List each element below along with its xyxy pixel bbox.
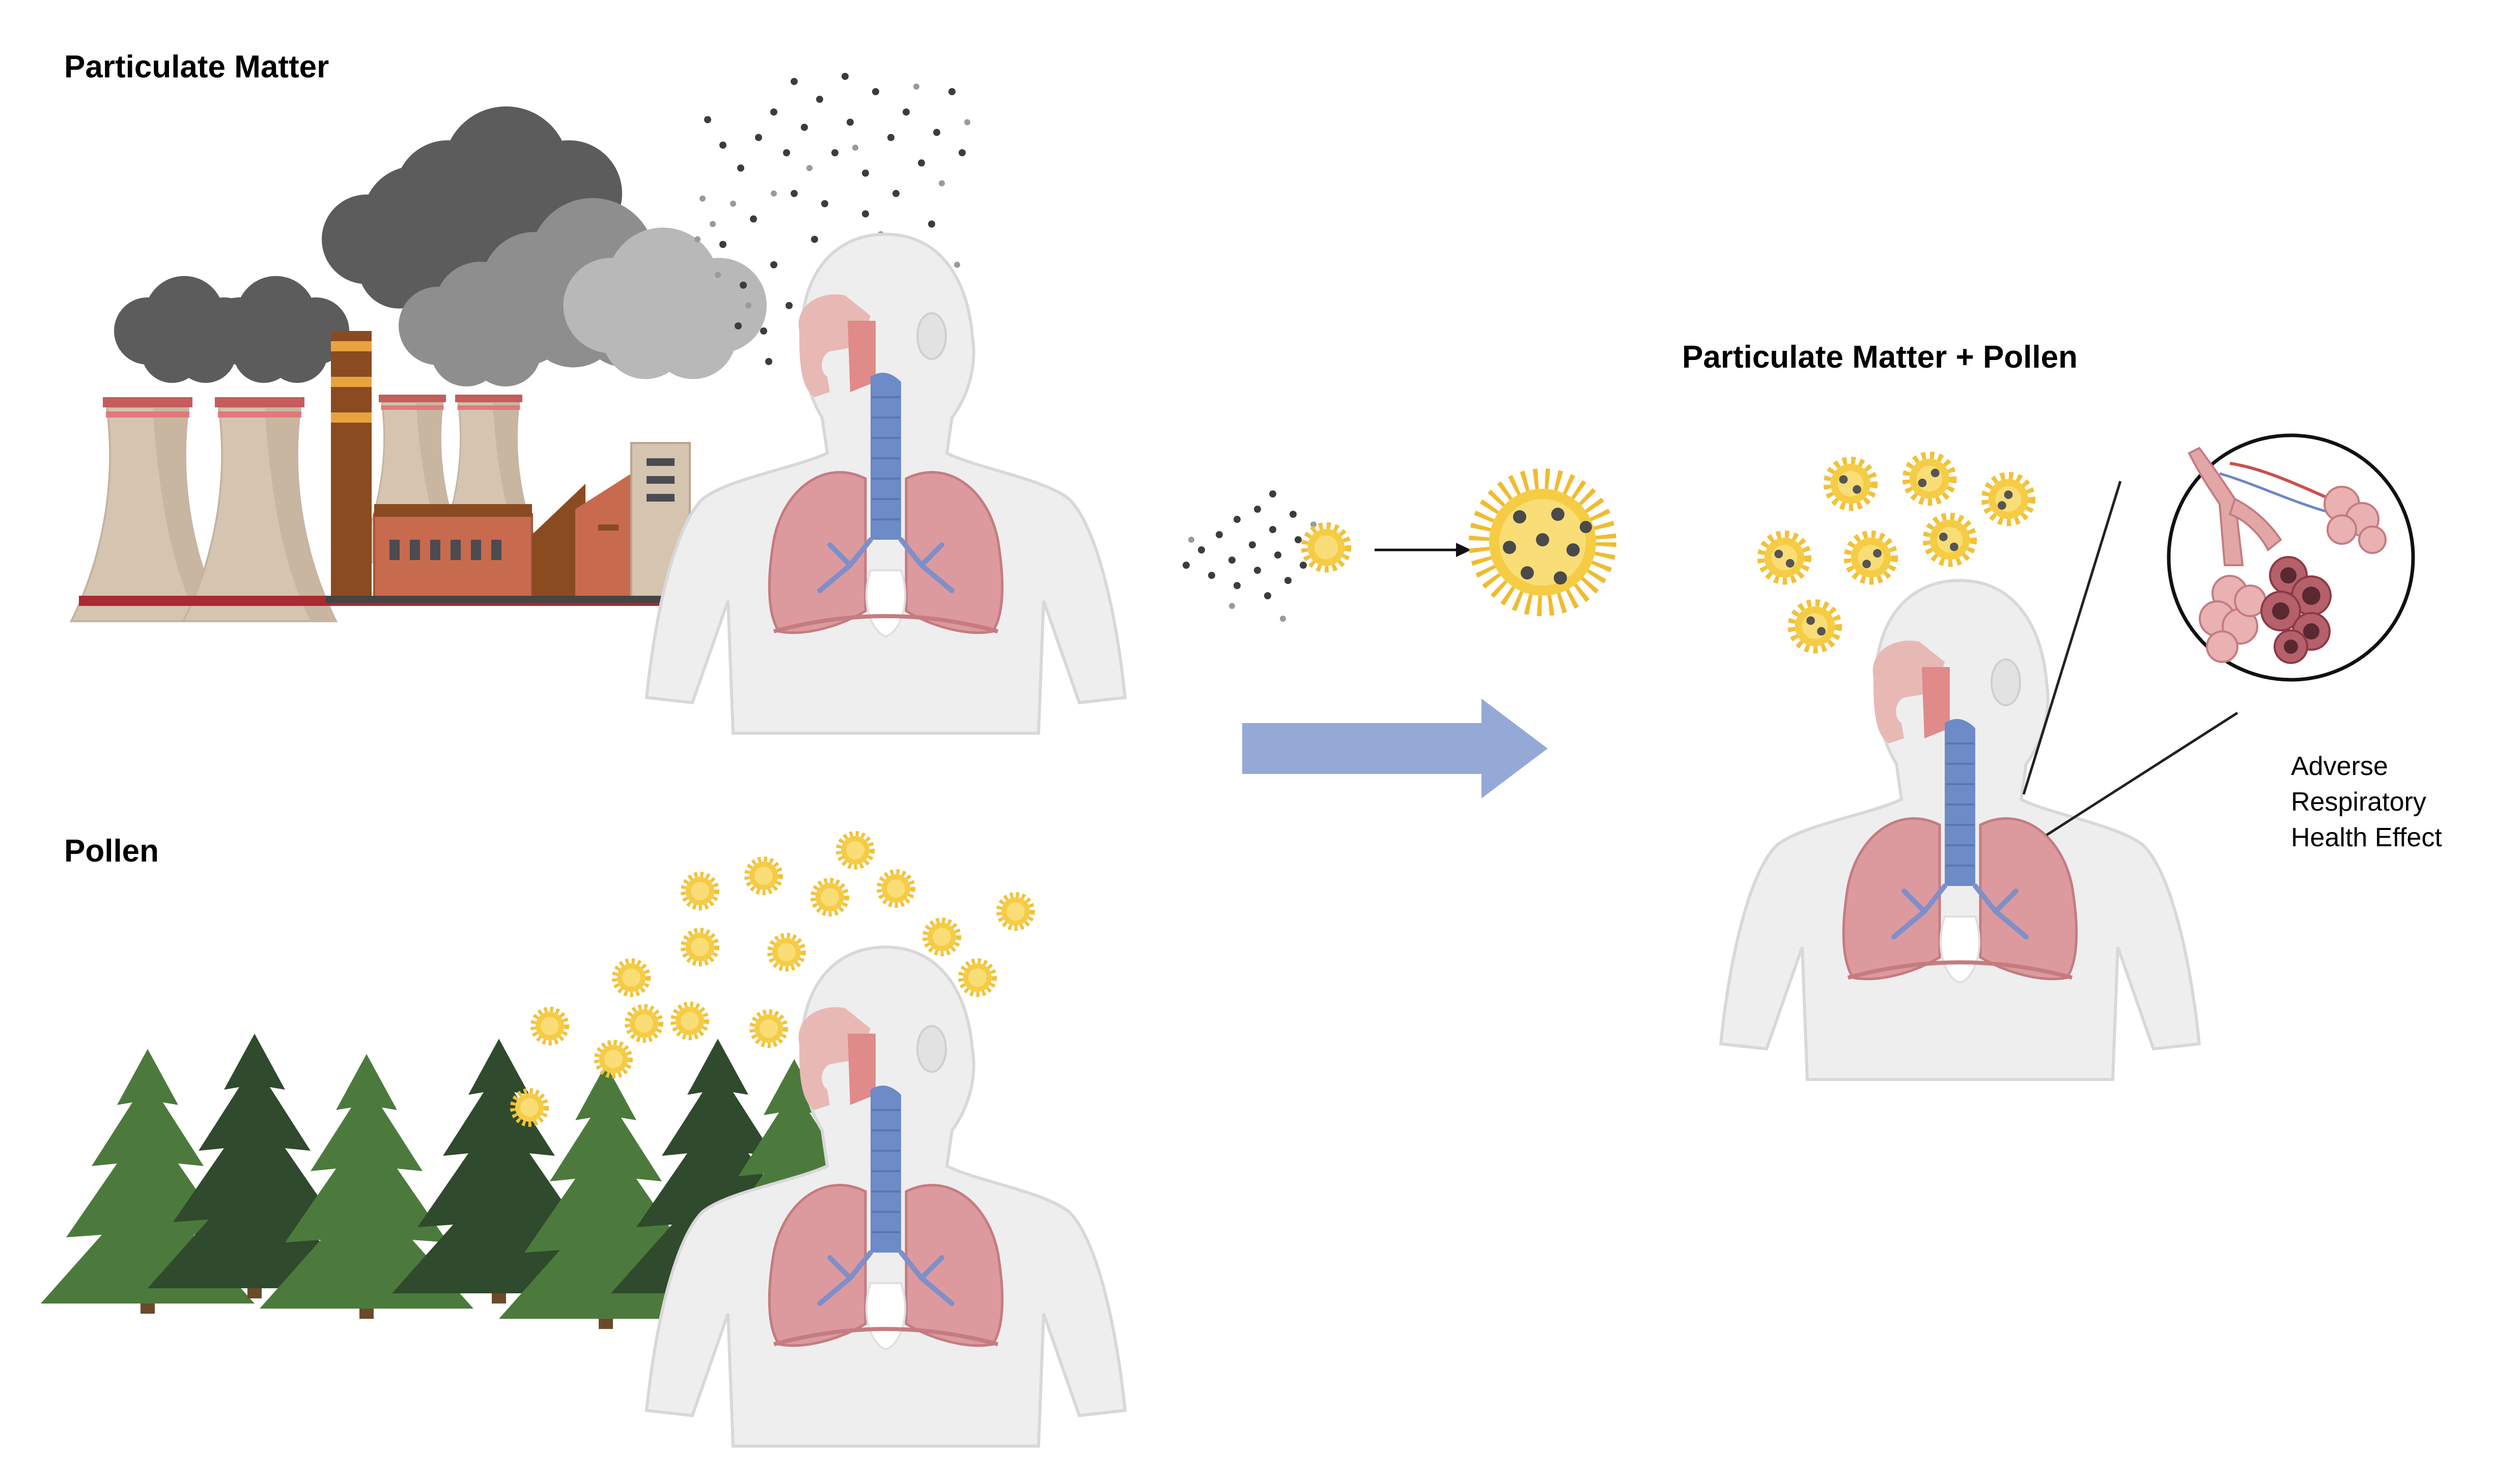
big-arrow-icon <box>1242 699 1548 798</box>
title-particulate-matter: Particulate Matter <box>64 49 329 85</box>
effect-line-2: Respiratory <box>2291 787 2426 817</box>
chimney <box>331 331 372 601</box>
effect-line-3: Health Effect <box>2291 823 2442 852</box>
factory-icon <box>70 106 767 622</box>
alveoli-icon <box>2167 433 2415 682</box>
combined-pollen <box>1761 455 2032 650</box>
human-body-icon-3 <box>1721 580 2199 1079</box>
arrow-icon <box>1375 543 1471 557</box>
title-combined: Particulate Matter + Pollen <box>1682 340 2078 375</box>
smoke-icon <box>114 106 767 386</box>
particle-icon <box>704 73 966 365</box>
mixing-particles <box>1183 490 1317 622</box>
effect-line-1: Adverse <box>2291 752 2388 781</box>
title-pollen: Pollen <box>64 834 159 869</box>
pollen-with-particles <box>1469 468 1616 616</box>
health-effect-label: Adverse Respiratory Health Effect <box>2291 749 2442 855</box>
